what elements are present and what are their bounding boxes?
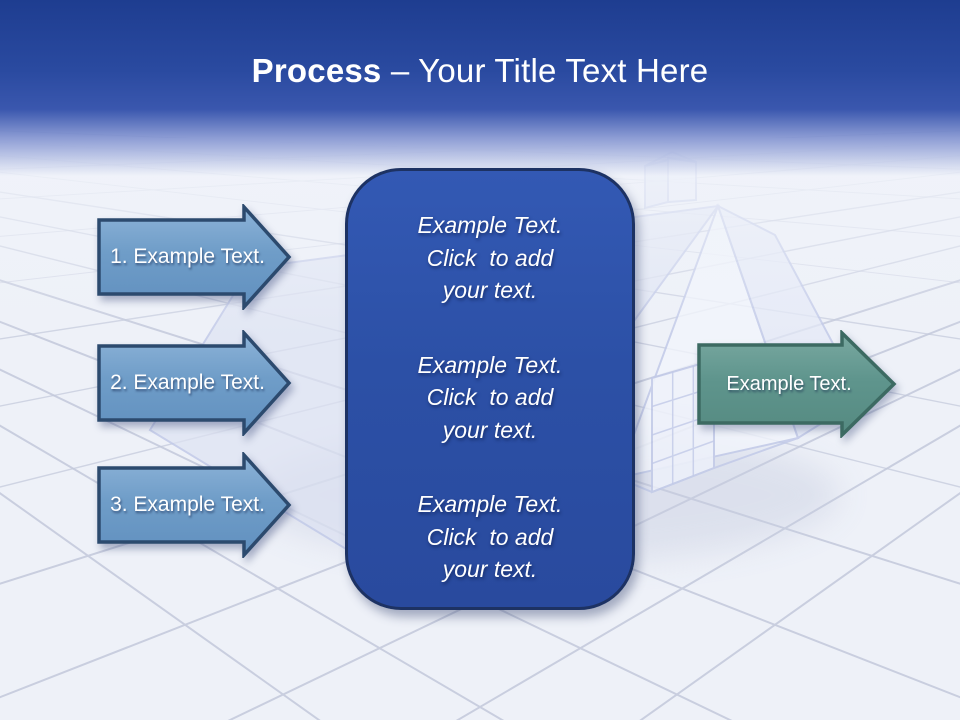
right-arrow-shape [97,330,292,436]
output-arrow-label: Example Text. [726,372,852,395]
title-rest: – Your Title Text Here [381,52,709,89]
panel-text-block-2[interactable]: Example Text. Click to add your text. [417,351,563,443]
center-text-panel[interactable]: Example Text. Click to add your text. Ex… [345,168,635,610]
step-arrow-label: 1. Example Text. [110,245,265,268]
right-arrow-shape [697,330,897,438]
step-arrow-3[interactable]: 3. Example Text. [97,452,292,558]
step-arrow-label: 3. Example Text. [110,493,265,516]
step-arrow-2[interactable]: 2. Example Text. [97,330,292,436]
step-arrow-1[interactable]: 1. Example Text. [97,204,292,310]
header-gradient-band [0,0,960,176]
right-arrow-shape [97,452,292,558]
slide-title[interactable]: Process – Your Title Text Here [0,52,960,90]
step-arrow-label: 2. Example Text. [110,371,265,394]
output-arrow[interactable]: Example Text. [697,330,897,438]
panel-text-block-3[interactable]: Example Text. Click to add your text. [417,491,563,582]
title-emphasis: Process [251,52,382,89]
panel-text-block-1[interactable]: Example Text. Click to add your text. [417,212,563,303]
right-arrow-shape [97,204,292,310]
